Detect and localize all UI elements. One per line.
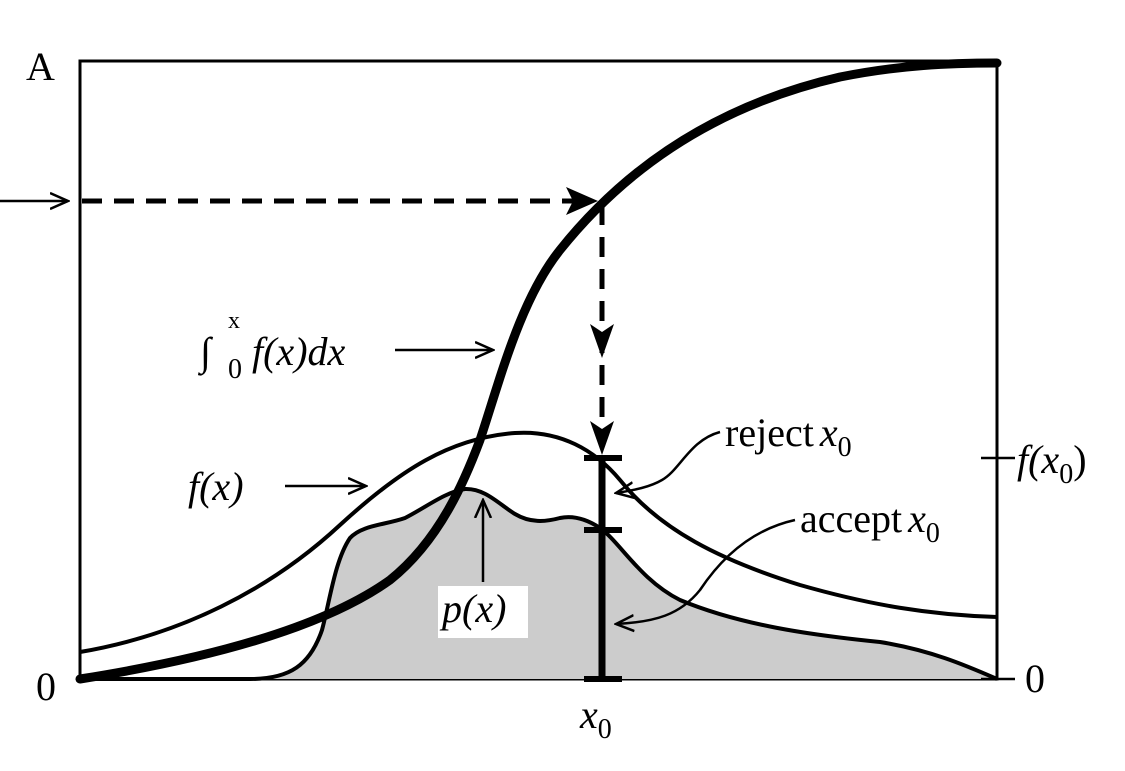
cumulative-curve <box>75 58 1002 684</box>
f-x0-label: f(x0) <box>1017 437 1087 490</box>
integral-label: ∫ <box>197 329 214 376</box>
accept-label-arrow <box>616 518 796 624</box>
integral-body: f(x)dx <box>252 329 346 374</box>
axis-label-x0: x0 <box>579 692 612 745</box>
dashed-horizontal-arrowhead <box>566 187 598 215</box>
integral-upper-limit: x <box>228 308 240 334</box>
dashed-vertical-arrowhead-end <box>590 421 614 455</box>
integral-lower-limit: 0 <box>228 354 242 385</box>
f-of-x-curve <box>79 430 998 654</box>
axis-label-zero-left: 0 <box>36 664 56 709</box>
p-of-x-curve <box>80 486 998 681</box>
f-of-x-label: f(x) <box>188 464 244 509</box>
axis-label-zero-right: 0 <box>1025 656 1045 701</box>
p-of-x-area <box>80 488 997 679</box>
p-of-x-label: p(x) <box>439 586 506 631</box>
p-of-x-label-bg <box>438 586 528 638</box>
reject-label-arrow <box>616 430 721 493</box>
axis-label-a: A <box>26 44 55 89</box>
dashed-vertical-arrowhead-mid <box>590 324 614 358</box>
